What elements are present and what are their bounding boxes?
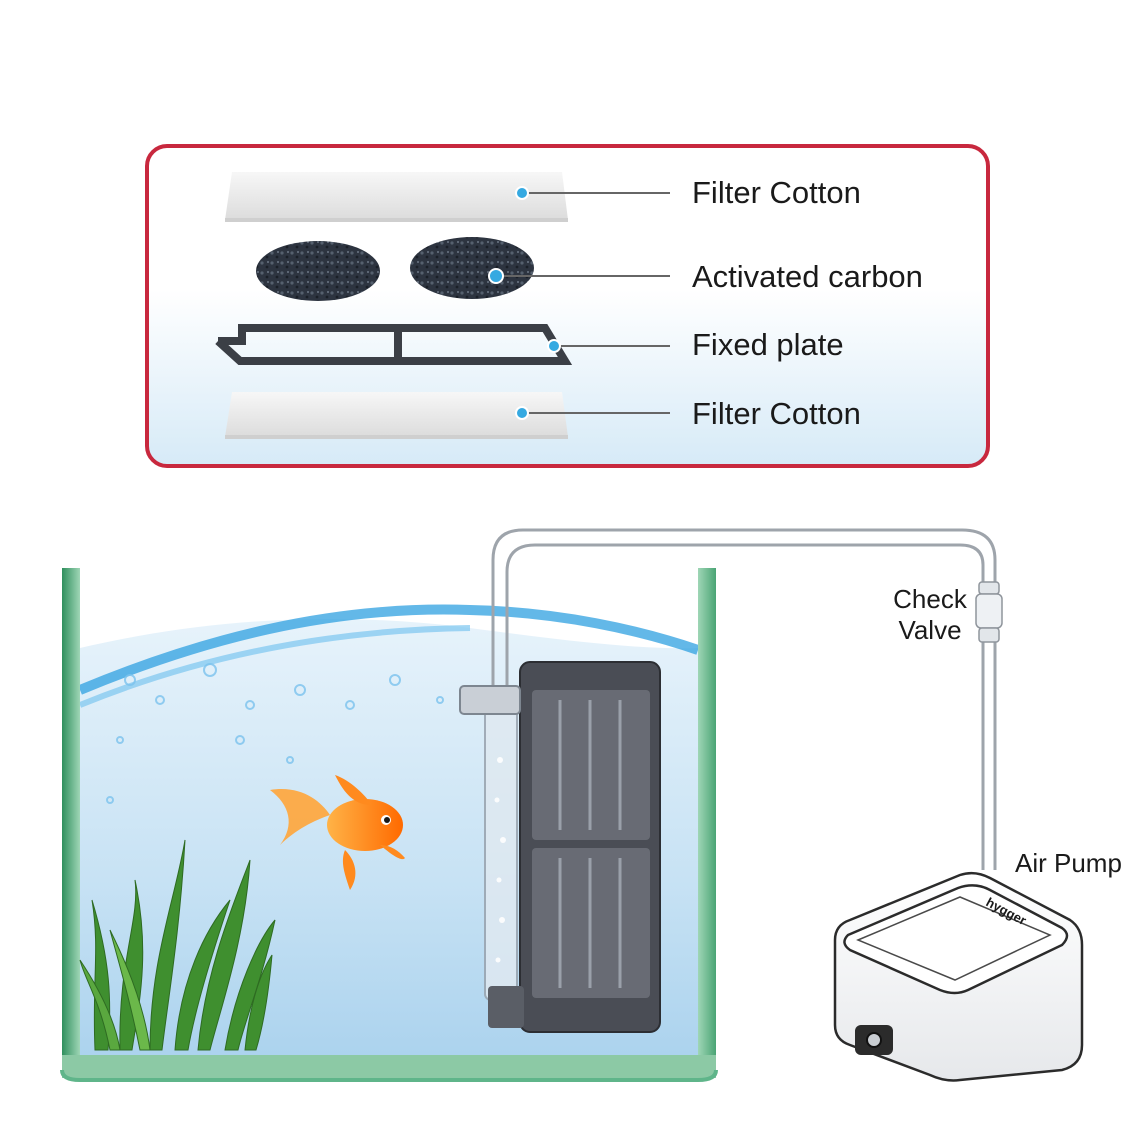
air-pump <box>833 871 1084 1082</box>
filter-cotton-top-pad <box>225 172 568 222</box>
callout-lines <box>496 192 670 414</box>
goldfish <box>270 775 405 890</box>
layers-panel-frame <box>145 144 990 468</box>
check-valve-label-line2: Valve <box>898 615 962 645</box>
aquatic-plants <box>79 839 276 1051</box>
water-wave <box>78 604 700 695</box>
fixed-plate <box>215 324 573 365</box>
label-activated-carbon: Activated carbon <box>692 259 923 294</box>
callout-dots <box>488 186 561 420</box>
check-valve-label-line1: Check <box>893 584 967 614</box>
air-pump-label: Air Pump <box>1015 848 1122 878</box>
tank-bottom <box>62 1055 716 1078</box>
filter-cotton-bottom-pad <box>225 392 568 439</box>
activated-carbon-piles <box>256 237 534 301</box>
check-valve <box>975 581 1003 643</box>
check-valve-label: Check Valve <box>880 584 980 646</box>
label-filter-cotton-bottom: Filter Cotton <box>692 396 861 431</box>
tank-right-wall <box>698 568 716 1078</box>
water-bubbles <box>106 663 444 804</box>
sponge-filter-unit <box>459 661 661 1033</box>
tank-left-wall <box>62 568 80 1078</box>
air-tube <box>491 528 997 870</box>
label-filter-cotton-top: Filter Cotton <box>692 175 861 210</box>
label-fixed-plate: Fixed plate <box>692 327 844 362</box>
